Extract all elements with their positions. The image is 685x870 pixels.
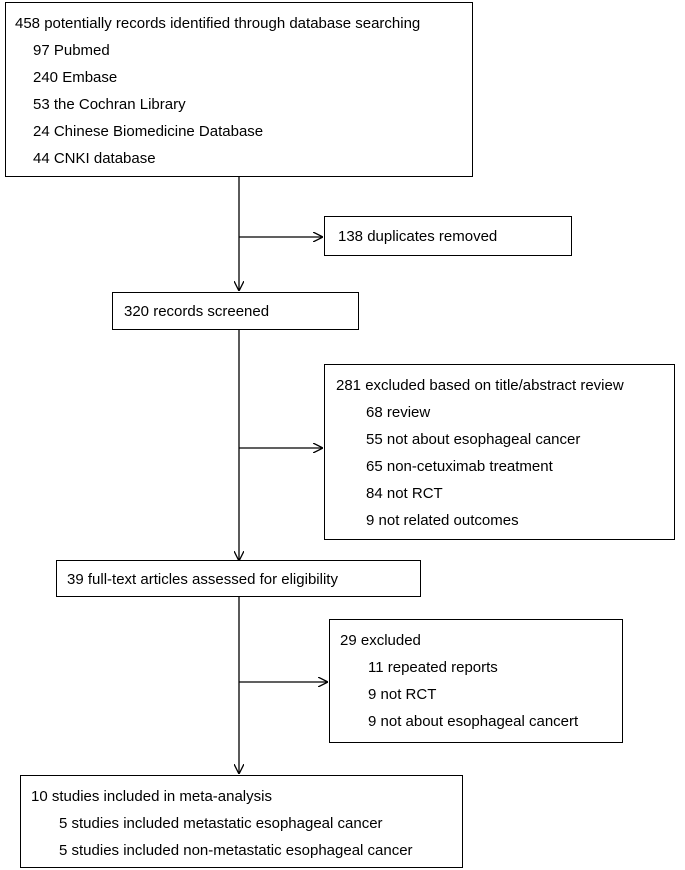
- eligibility-box: 39 full-text articles assessed for eligi…: [56, 560, 421, 597]
- source-cnki: 44 CNKI database: [33, 150, 156, 167]
- identification-box: 458 potentially records identified throu…: [5, 2, 473, 177]
- duplicates-box: 138 duplicates removed: [324, 216, 572, 256]
- source-pubmed: 97 Pubmed: [33, 42, 110, 59]
- excluded-abstract-title: 281 excluded based on title/abstract rev…: [336, 377, 624, 394]
- source-cochrane: 53 the Cochran Library: [33, 96, 186, 113]
- excluded-non-cetuximab: 65 non-cetuximab treatment: [366, 458, 553, 475]
- source-embase: 240 Embase: [33, 69, 118, 86]
- included-title: 10 studies included in meta-analysis: [31, 788, 272, 805]
- eligibility-title: 39 full-text articles assessed for eligi…: [67, 571, 338, 588]
- included-non-metastatic: 5 studies included non-metastatic esopha…: [59, 842, 413, 859]
- screened-title: 320 records screened: [124, 303, 270, 320]
- included-metastatic: 5 studies included metastatic esophageal…: [59, 815, 383, 832]
- excluded-review: 68 review: [366, 404, 431, 421]
- identification-title: 458 potentially records identified throu…: [15, 15, 421, 32]
- excluded-fulltext-box: 29 excluded 11 repeated reports 9 not RC…: [329, 619, 623, 743]
- excluded-fulltext-not-rct: 9 not RCT: [368, 686, 437, 703]
- duplicates-title: 138 duplicates removed: [338, 228, 498, 245]
- screened-box: 320 records screened: [112, 292, 359, 330]
- excluded-abstract-box: 281 excluded based on title/abstract rev…: [324, 364, 675, 540]
- included-box: 10 studies included in meta-analysis 5 s…: [20, 775, 463, 868]
- excluded-repeated: 11 repeated reports: [368, 659, 498, 676]
- excluded-not-related: 9 not related outcomes: [366, 512, 519, 529]
- excluded-not-rct: 84 not RCT: [366, 485, 443, 502]
- excluded-not-esophageal: 55 not about esophageal cancer: [366, 431, 581, 448]
- excluded-fulltext-not-esophageal: 9 not about esophageal cancert: [368, 713, 579, 730]
- excluded-fulltext-title: 29 excluded: [340, 632, 421, 649]
- source-cbm: 24 Chinese Biomedicine Database: [33, 123, 264, 140]
